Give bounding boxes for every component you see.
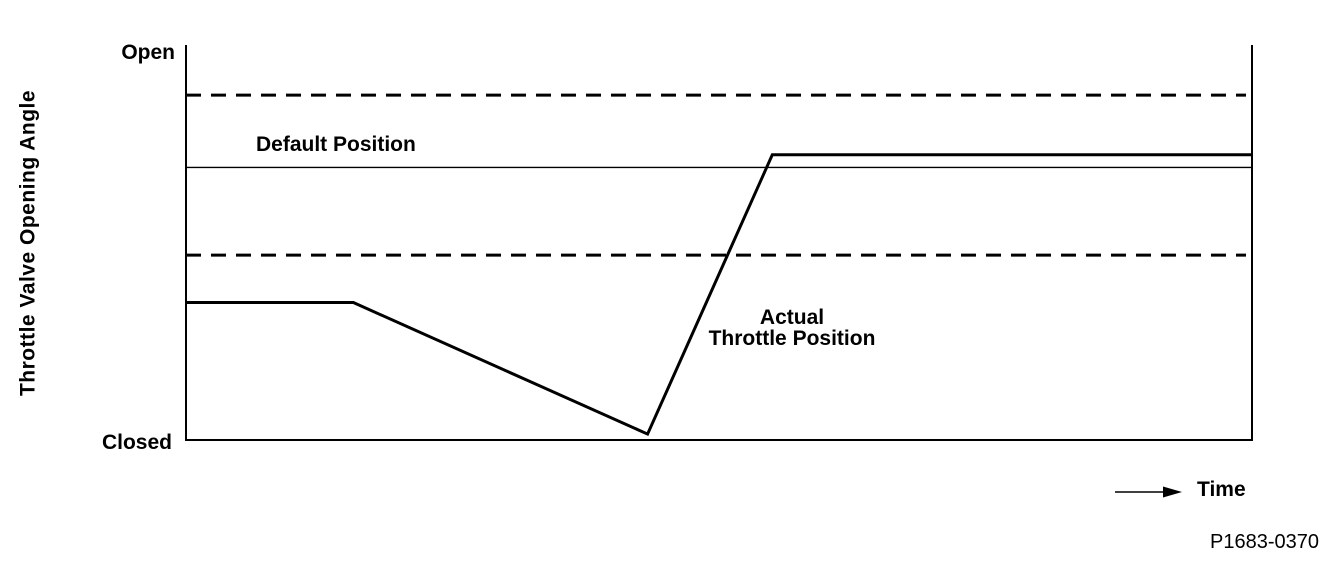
y-tick-closed: Closed	[101, 431, 172, 454]
default-position-label: Default Position	[256, 133, 416, 156]
y-axis-title: Throttle Valve Opening Angle	[16, 89, 40, 397]
time-arrow-head	[1163, 486, 1182, 498]
actual-throttle-label-line1: Actual	[759, 306, 825, 329]
x-axis-title: Time	[1197, 478, 1246, 501]
time-arrow	[1115, 486, 1182, 498]
actual-throttle-label-line2: Throttle Position	[708, 327, 876, 350]
actual-throttle-line	[186, 153, 1252, 437]
actual-throttle-label: Actual Throttle Position	[709, 307, 876, 349]
y-tick-open: Open	[121, 41, 175, 64]
part-number: P1683-0370	[1210, 531, 1319, 553]
